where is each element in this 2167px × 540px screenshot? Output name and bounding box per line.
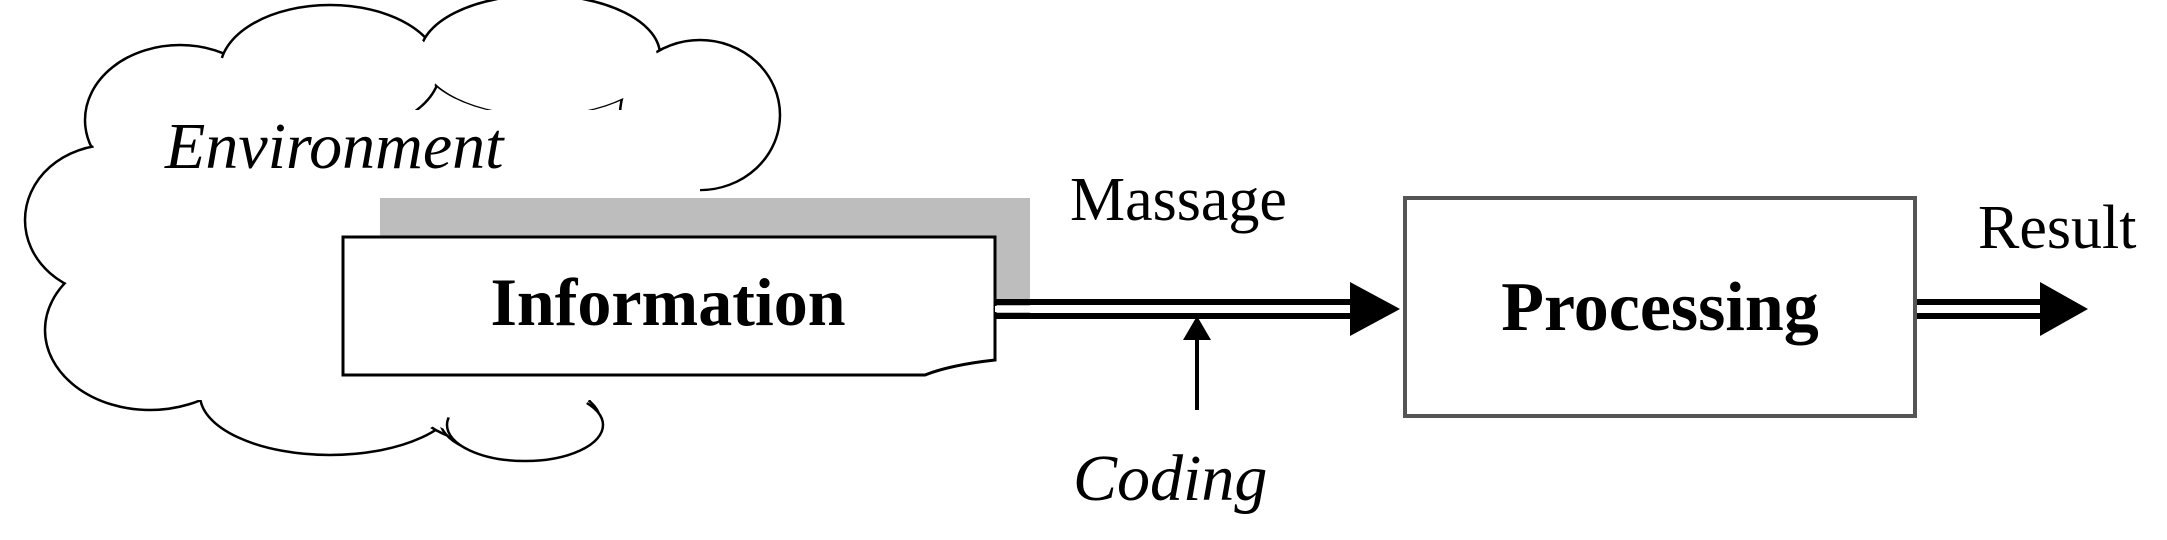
information-label: Information (490, 264, 845, 340)
coding-label: Coding (1073, 442, 1267, 515)
information-box (341, 235, 997, 377)
message-arrow (995, 282, 1400, 336)
processing-label: Processing (1501, 269, 1819, 346)
coding-arrow (1183, 316, 1211, 410)
result-label: Result (1978, 194, 2136, 262)
environment-label: Environment (164, 110, 505, 183)
message-label: Massage (1070, 166, 1287, 234)
processing-box (1403, 196, 1917, 418)
result-arrow (1917, 282, 2088, 336)
